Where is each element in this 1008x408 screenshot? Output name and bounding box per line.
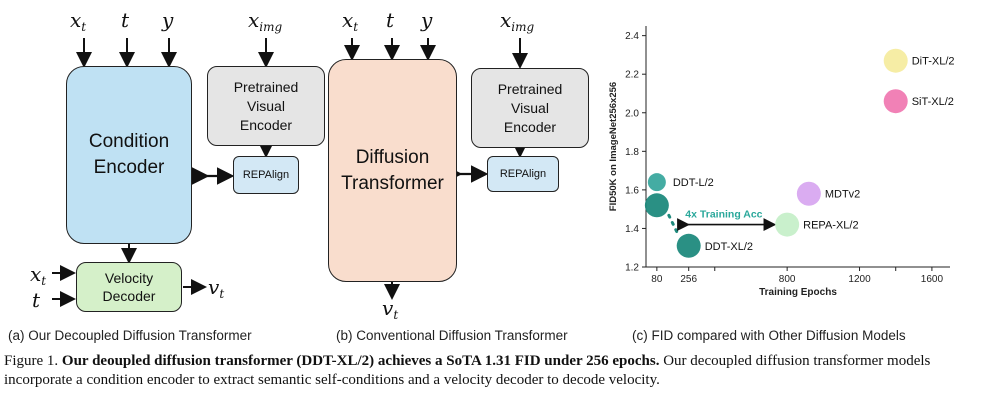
data-point — [796, 181, 821, 206]
pretrained-visual-encoder-a: Pretrained Visual Encoder — [207, 66, 325, 146]
input-y: y — [162, 8, 174, 32]
data-point — [676, 233, 701, 258]
input-ximg-b: ximg — [500, 8, 535, 34]
panel-b-arrows — [344, 38, 528, 300]
x-tick-label: 1200 — [848, 274, 871, 285]
input-t-b: t — [386, 8, 395, 32]
ddt-trail — [667, 213, 681, 238]
x-tick-label: 80 — [651, 274, 663, 285]
x-tick-label: 800 — [779, 274, 796, 285]
y-tick-label: 1.2 — [625, 263, 639, 274]
caption-a: (a) Our Decoupled Diffusion Transformer — [8, 328, 252, 343]
speedup-annotation: 4x Training Acc — [685, 209, 762, 221]
input-xt: xt — [70, 8, 87, 34]
data-point — [775, 212, 800, 237]
caption-c: (c) FID compared with Other Diffusion Mo… — [632, 328, 906, 343]
y-tick-label: 2.2 — [625, 70, 639, 81]
output-vt-b: vt — [382, 296, 399, 322]
y-tick-label: 1.8 — [625, 147, 639, 158]
x-tick-label: 1600 — [921, 274, 944, 285]
figure-caption: Figure 1. Our deoupled diffusion transfo… — [4, 352, 1000, 390]
input-y-b: y — [421, 8, 433, 32]
point-label: DiT-XL/2 — [912, 56, 955, 68]
input-xt-b: xt — [342, 8, 359, 34]
point-label: SiT-XL/2 — [912, 96, 954, 108]
repalign-b: REPAlign — [487, 156, 559, 192]
decoder-input-t: t — [32, 288, 41, 312]
y-tick-label: 1.4 — [625, 224, 639, 235]
caption-b: (b) Conventional Diffusion Transformer — [336, 328, 568, 343]
data-point — [883, 48, 908, 73]
point-label: DDT-L/2 — [673, 177, 714, 189]
y-tick-label: 1.6 — [625, 185, 639, 196]
data-point — [647, 173, 666, 192]
figure-label: Figure 1. — [4, 353, 59, 369]
point-label: MDTv2 — [825, 189, 860, 201]
x-axis-label: Training Epochs — [759, 287, 837, 298]
diffusion-transformer-block: Diffusion Transformer — [328, 59, 457, 282]
y-tick-label: 2.0 — [625, 108, 639, 119]
y-axis-label: FID50K on ImageNet256x256 — [608, 82, 619, 211]
figure-caption-rest: Our decoupled diffusion transformer mode… — [4, 353, 931, 388]
data-point — [644, 193, 669, 218]
condition-encoder-block: Condition Encoder — [66, 66, 192, 244]
output-vt-a: vt — [208, 275, 225, 301]
repalign-a: REPAlign — [233, 156, 299, 194]
point-label: DDT-XL/2 — [705, 241, 753, 253]
panel-a-arrows — [52, 38, 274, 307]
y-tick-label: 2.4 — [625, 31, 639, 42]
x-tick-label: 256 — [680, 274, 697, 285]
figure-caption-bold: Our deoupled diffusion transformer (DDT-… — [61, 353, 660, 369]
pretrained-visual-encoder-b: Pretrained Visual Encoder — [471, 68, 589, 148]
data-point — [883, 89, 908, 114]
velocity-decoder-block: Velocity Decoder — [76, 262, 182, 312]
input-t: t — [121, 8, 130, 32]
decoder-input-xt: xt — [30, 262, 47, 288]
point-label: REPA-XL/2 — [803, 220, 858, 232]
fid-chart: 1.2 1.4 1.6 1.8 2.0 2.2 2.4 80 256 800 1200 1600Tra… — [608, 26, 955, 298]
input-ximg: ximg — [248, 8, 283, 34]
